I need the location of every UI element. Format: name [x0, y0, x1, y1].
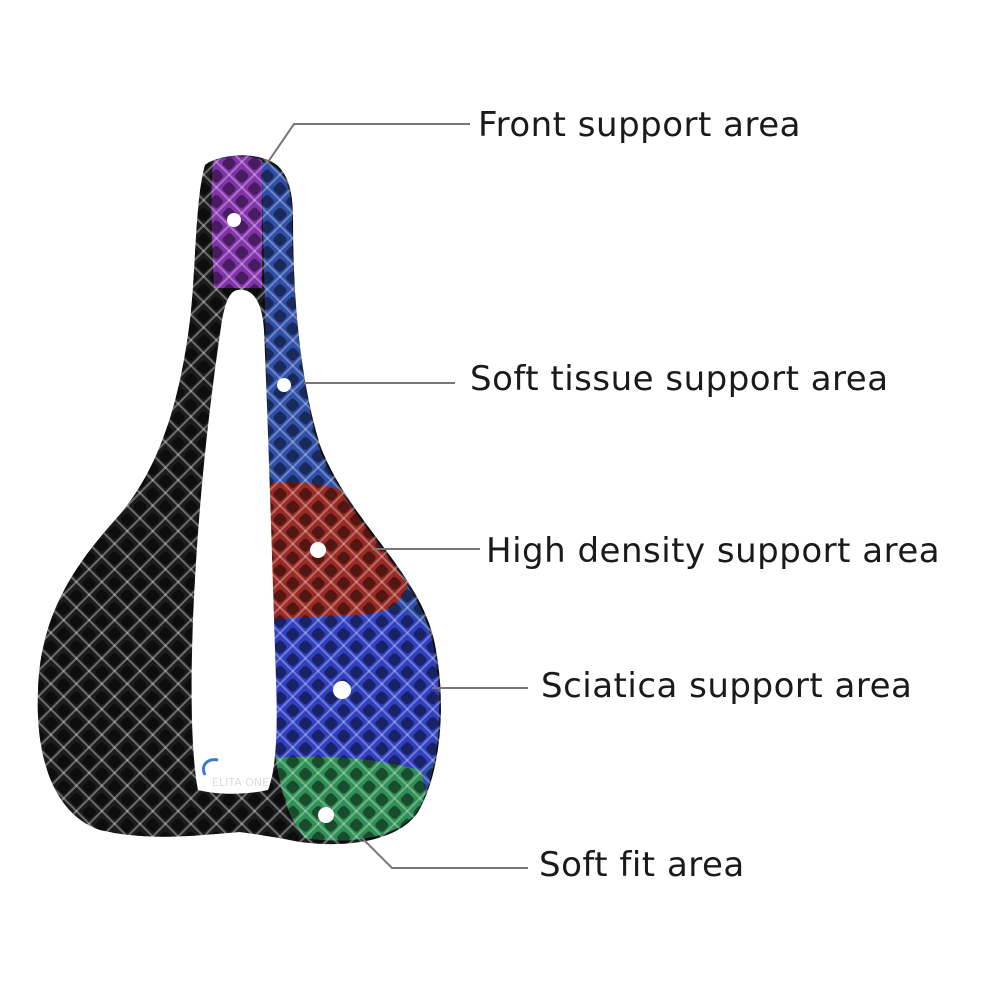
leader-lines	[267, 123, 528, 869]
label-sciatica-support: Sciatica support area	[541, 666, 913, 706]
leader-line-front	[267, 123, 470, 163]
marker-dot-soft-tissue	[277, 378, 291, 392]
brand-logo-text: ELITA ONE	[212, 776, 269, 789]
saddle-cutout	[191, 289, 277, 794]
marker-dot-soft-fit	[318, 807, 334, 823]
label-soft-tissue-support: Soft tissue support area	[470, 359, 889, 399]
label-high-density-support: High density support area	[486, 531, 941, 571]
label-soft-fit: Soft fit area	[539, 845, 745, 885]
brand-logo: ELITA ONE	[202, 758, 269, 789]
marker-dot-sciatica	[333, 681, 351, 699]
marker-dot-front	[227, 213, 241, 227]
leader-line-soft-fit	[361, 837, 528, 869]
marker-dot-high-density	[310, 542, 326, 558]
label-front-support: Front support area	[478, 105, 801, 145]
